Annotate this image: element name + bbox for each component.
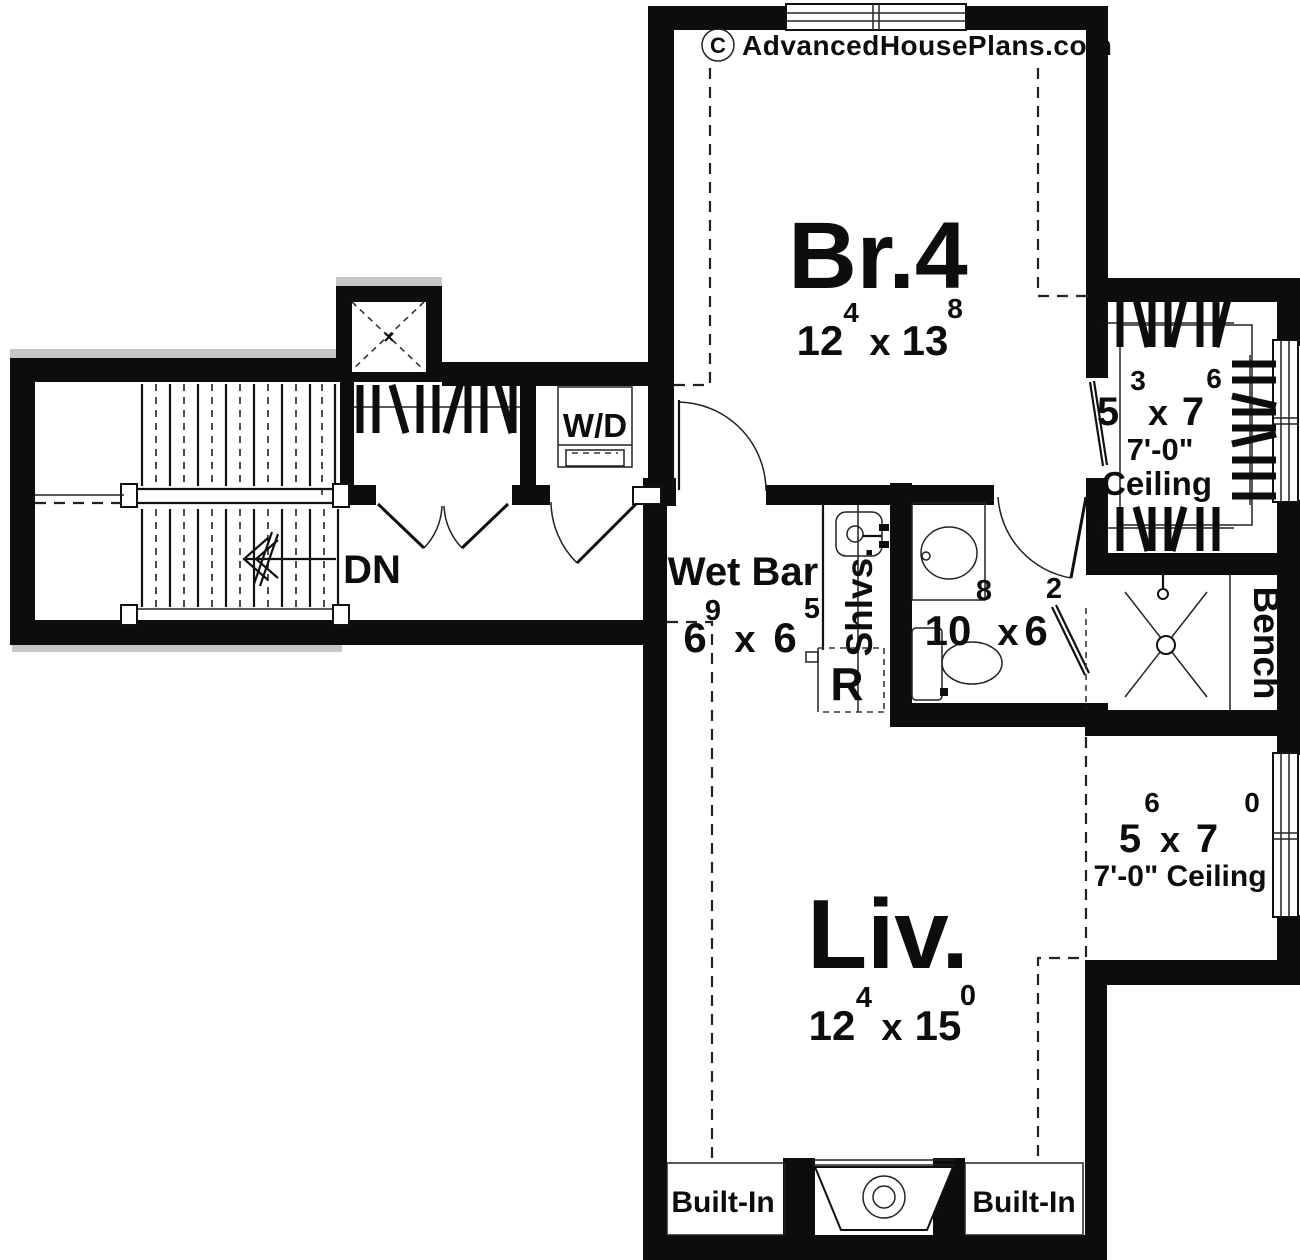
dim-storage-nook: 5 6 x 7 0 7'-0" Ceiling bbox=[1093, 787, 1266, 893]
built-in-right-cabinet bbox=[964, 1162, 1084, 1236]
copyright-symbol: C bbox=[710, 33, 726, 58]
svg-text:10: 10 bbox=[925, 607, 972, 654]
closet-ceiling-word: Ceiling bbox=[1102, 465, 1212, 502]
svg-text:6: 6 bbox=[1144, 787, 1160, 818]
wall-shadows bbox=[10, 277, 442, 652]
wet-bar-counter bbox=[821, 505, 859, 712]
watermark-text: AdvancedHousePlans.com bbox=[742, 30, 1112, 61]
svg-text:12: 12 bbox=[797, 317, 844, 364]
svg-text:4: 4 bbox=[856, 982, 872, 1014]
nook-window bbox=[1272, 752, 1299, 918]
walkin-closet-door bbox=[1088, 380, 1109, 467]
built-in-left-cabinet bbox=[666, 1162, 786, 1236]
staircase bbox=[35, 384, 350, 626]
hall-closet-hanging bbox=[354, 384, 520, 434]
shower-door bbox=[1051, 604, 1090, 708]
stair-treads-lower bbox=[120, 509, 350, 626]
closet-ceiling-height: 7'-0" bbox=[1127, 432, 1194, 467]
svg-text:x: x bbox=[997, 612, 1018, 654]
svg-text:6: 6 bbox=[683, 614, 706, 661]
svg-text:6: 6 bbox=[1024, 607, 1047, 654]
ceiling-break-lines bbox=[667, 68, 1088, 1160]
bedroom4-door bbox=[671, 400, 767, 492]
dim-bedroom4: 12 4 x 13 8 bbox=[797, 293, 963, 364]
svg-text:6: 6 bbox=[1206, 363, 1222, 394]
nook-ceiling-note: 7'-0" Ceiling bbox=[1093, 860, 1266, 893]
svg-text:x: x bbox=[1148, 392, 1168, 433]
closet-window bbox=[1272, 339, 1299, 503]
label-built-in-right: Built-In bbox=[972, 1186, 1075, 1219]
svg-text:5: 5 bbox=[1119, 817, 1141, 861]
refrigerator-space bbox=[805, 647, 885, 713]
label-shelves: Shlvs. bbox=[839, 548, 880, 657]
svg-text:2: 2 bbox=[1046, 573, 1062, 605]
stair-treads-upper bbox=[140, 384, 337, 500]
svg-text:13: 13 bbox=[902, 317, 949, 364]
chase-box bbox=[351, 301, 426, 372]
fireplace bbox=[813, 1159, 955, 1231]
svg-text:0: 0 bbox=[960, 980, 976, 1012]
label-refrigerator: R bbox=[830, 658, 863, 710]
bath-vanity bbox=[911, 502, 986, 601]
bathroom-door bbox=[997, 496, 1088, 579]
walkin-closet-hanging bbox=[1100, 298, 1277, 552]
dim-walkin-closet: 5 3 x 7 6 7'-0" Ceiling bbox=[1097, 363, 1222, 502]
shower bbox=[1124, 566, 1208, 698]
bedroom4-window bbox=[785, 3, 967, 31]
dim-wet-bar: 6 9 x 6 5 bbox=[683, 593, 820, 661]
svg-text:x: x bbox=[734, 619, 755, 661]
windows bbox=[785, 3, 1299, 918]
svg-text:15: 15 bbox=[915, 1002, 962, 1049]
room-label-bedroom4: Br.4 bbox=[788, 203, 968, 309]
toilet bbox=[911, 627, 1003, 701]
room-label-living: Liv. bbox=[807, 879, 969, 989]
labels: C AdvancedHousePlans.com Br.4 12 4 x 13 … bbox=[343, 28, 1287, 1219]
label-stairs-down: DN bbox=[343, 548, 401, 592]
label-washer-dryer: W/D bbox=[563, 407, 627, 444]
walls bbox=[10, 6, 1300, 1260]
doors bbox=[376, 380, 1109, 708]
svg-text:6: 6 bbox=[773, 614, 796, 661]
svg-text:x: x bbox=[869, 322, 890, 364]
washer-dryer-door bbox=[550, 486, 662, 565]
dim-bathroom: 10 8 x 6 2 bbox=[925, 573, 1062, 654]
fixtures bbox=[557, 386, 1231, 1236]
svg-text:3: 3 bbox=[1130, 365, 1146, 396]
svg-text:12: 12 bbox=[809, 1002, 856, 1049]
svg-text:x: x bbox=[1160, 819, 1180, 860]
dim-living: 12 4 x 15 0 bbox=[809, 980, 976, 1049]
stair-rail bbox=[120, 483, 350, 508]
svg-text:7: 7 bbox=[1182, 390, 1204, 434]
svg-text:x: x bbox=[881, 1007, 902, 1049]
hall-closet-double-door bbox=[376, 502, 510, 550]
washer-dryer-unit bbox=[557, 386, 633, 468]
svg-text:5: 5 bbox=[1097, 390, 1119, 434]
svg-text:0: 0 bbox=[1244, 787, 1260, 818]
wet-bar-sink bbox=[835, 511, 889, 557]
svg-text:4: 4 bbox=[843, 297, 859, 328]
svg-text:9: 9 bbox=[705, 595, 721, 627]
svg-text:7: 7 bbox=[1196, 817, 1218, 861]
label-bench: Bench bbox=[1246, 586, 1287, 699]
svg-text:8: 8 bbox=[947, 293, 963, 324]
watermark: C AdvancedHousePlans.com bbox=[701, 28, 1112, 62]
room-label-wet-bar: Wet Bar bbox=[668, 550, 818, 594]
label-built-in-left: Built-In bbox=[671, 1186, 774, 1219]
stair-direction-arrow bbox=[242, 531, 336, 587]
svg-text:8: 8 bbox=[976, 575, 992, 607]
svg-text:5: 5 bbox=[804, 593, 820, 625]
